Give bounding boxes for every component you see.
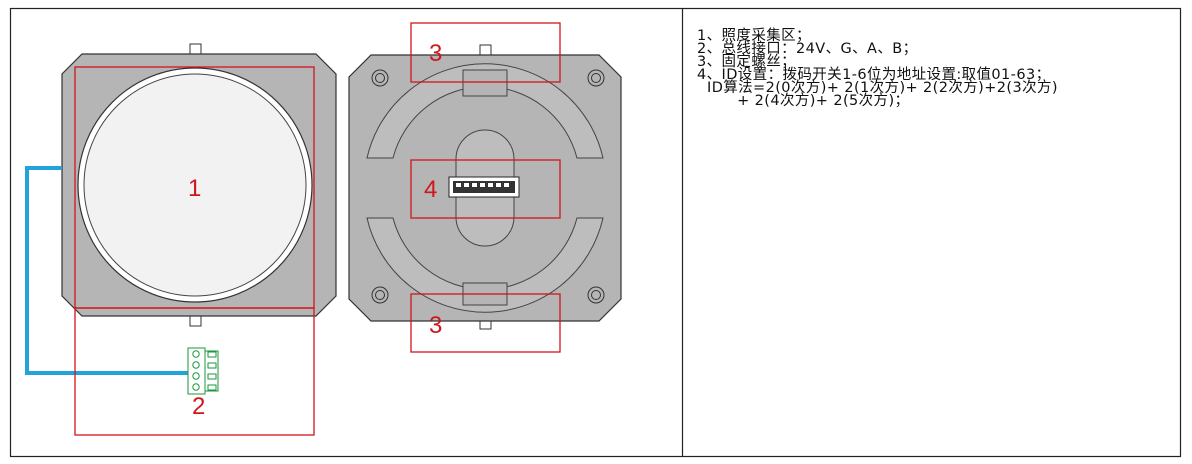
upper-notch (462, 69, 508, 97)
bus-cable (25, 166, 188, 375)
callout-frame-2 (74, 307, 315, 436)
callout-label-3-top: 3 (429, 40, 442, 67)
callout-label-3-bottom: 3 (429, 312, 442, 339)
front-top-tab (189, 43, 202, 55)
callout-frame-3-bottom (410, 293, 561, 353)
front-view (61, 43, 337, 327)
dip-switch-icon (448, 176, 520, 198)
notes-list: 1、照度采集区； 2、总线接口：24V、G、A、B； 3、固定螺丝； 4、ID设… (697, 28, 1177, 109)
callout-label-1: 1 (188, 175, 201, 202)
note-line: 3、固定螺丝； (697, 54, 797, 70)
note-line: 4、ID设置：拨码开关1-6位为地址设置:取值01-63； (697, 67, 1051, 83)
front-bottom-tab (189, 315, 202, 327)
terminal-block-icon (187, 347, 219, 395)
callout-frame-3-top (410, 22, 561, 83)
sensor-window (83, 73, 307, 297)
outer-frame (9, 7, 1182, 458)
screw-icon (371, 69, 605, 304)
note-line: + 2(4次方)+ 2(5次方)； (697, 93, 910, 109)
note-line: ID算法=2(0次方)+ 2(1次方)+ 2(2次方)+2(3次方) (697, 80, 1058, 96)
back-top-tab (479, 44, 492, 56)
note-line: 1、照度采集区； (697, 28, 811, 44)
callout-label-2: 2 (192, 393, 205, 420)
back-view (348, 44, 622, 330)
upper-arc-band (366, 63, 604, 159)
callout-frame-4 (410, 159, 561, 219)
callout-label-4: 4 (424, 176, 437, 203)
note-line: 2、总线接口：24V、G、A、B； (697, 41, 918, 57)
lower-arc-band (366, 217, 604, 313)
